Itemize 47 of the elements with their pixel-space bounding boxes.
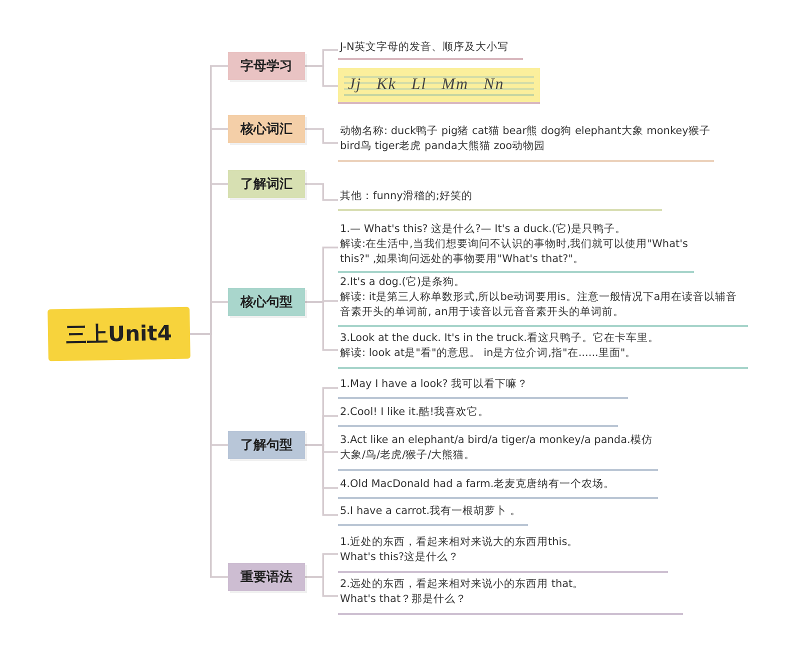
item-text: 2.It's a dog.(它)是条狗。 (340, 275, 466, 290)
leaf-item (338, 124, 714, 162)
item-text: 4.Old MacDonald had a farm.老麦克唐纳有一个农场。 (340, 477, 616, 492)
item-text: 5.I have a carrot.我有一根胡萝卜 。 (340, 504, 522, 519)
item-text: 3.Look at the duck. It's in the truck.看这只鸭子。它在卡车里。 (340, 331, 660, 346)
item-text: 动物名称: duck鸭子 pig猪 cat猫 bear熊 dog狗 elephant大象 monkey猴子 bird鸟 tiger老虎 panda大熊猫 zoo动物园 (340, 124, 712, 154)
explanation-text: 解读: it是第三人称单数形式,所以be动词要用is。注意一般情况下a用在读音以辅音音素开头的单词前, an用于读音以元音音素开头的单词前。 (340, 290, 738, 320)
leaf-item (338, 535, 668, 573)
connector-line (305, 128, 338, 144)
topic-tag: 重要语法 (228, 563, 305, 591)
leaf-item (338, 222, 694, 273)
explanation-text: 解读: look at是"看"的意思。 in是方位介词,指"在......里面"。 (340, 346, 638, 362)
leaf-item (338, 504, 528, 526)
leaf-item (338, 40, 523, 60)
leaf-item (338, 577, 683, 615)
leaf-item (338, 275, 748, 327)
topic-tag: 了解句型 (228, 431, 305, 459)
leaf-item (338, 477, 658, 499)
connector-line (305, 444, 338, 516)
topic-tag: 字母学习 (228, 52, 305, 80)
topic-tag: 了解词汇 (228, 170, 305, 198)
item-text: 1.近处的东西，看起来相对来说大的东西用this。 (340, 535, 580, 550)
handwriting-letters: Jj Kk Ll Mm Nn (348, 76, 504, 94)
handwriting-strip (338, 68, 540, 104)
explanation-text: What's this?这是什么？ (340, 550, 460, 566)
item-text: 2.Cool! I like it.酷!我喜欢它。 (340, 405, 490, 420)
leaf-item (338, 377, 628, 399)
leaf-item (338, 331, 748, 369)
topic-tag: 核心词汇 (228, 115, 305, 143)
item-text: 1.May I have a look? 我可以看下嘛？ (340, 377, 530, 392)
explanation-text: What's that？那是什么？ (340, 592, 468, 608)
item-text: 3.Act like an elephant/a bird/a tiger/a monkey/a panda.模仿大象/鸟/老虎/猴子/大熊猫。 (340, 433, 654, 464)
connector-line (305, 183, 338, 201)
leaf-item (338, 405, 618, 427)
leaf-item (338, 189, 662, 211)
item-text: 1.— What's this? 这是什么?— It's a duck.(它)是只鸭子。 (340, 222, 628, 237)
connector-line (190, 333, 228, 578)
connector-line (305, 65, 338, 87)
connector-line (305, 301, 338, 351)
explanation-text: 解读:在生活中,当我们想要询问不认识的事物时,我们就可以使用"What's this?" ,如果询问远处的事物要用"What's that?"。 (340, 237, 689, 268)
leaf-item (338, 433, 658, 471)
topic-tag: 核心句型 (228, 288, 305, 316)
item-text: J-N英文字母的发音、顺序及大小写 (340, 40, 510, 55)
item-text: 其他：funny滑稽的;好笑的 (340, 189, 474, 204)
central-topic: 三上Unit4 (48, 306, 190, 362)
connector-line (305, 576, 338, 597)
item-text: 2.远处的东西，看起来相对来说小的东西用 that。 (340, 577, 585, 592)
